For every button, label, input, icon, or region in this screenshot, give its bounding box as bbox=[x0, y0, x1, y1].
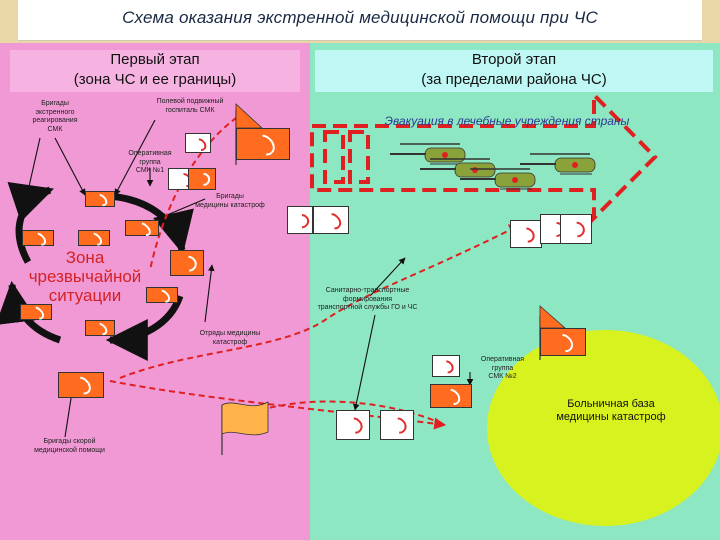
helicopter-icon bbox=[390, 143, 466, 165]
hospital-base-unit bbox=[540, 328, 586, 356]
field-hospital-document-icon bbox=[185, 133, 211, 153]
disaster-brigades-label: Бригады медицины катастроф bbox=[195, 193, 265, 209]
zone-unit-bag bbox=[20, 304, 52, 320]
op-group-2-icon bbox=[432, 355, 460, 377]
title-bar: Схема оказания экстренной медицинской по… bbox=[18, 0, 702, 41]
zone-label: Зона чрезвычайной ситуации bbox=[28, 248, 142, 305]
disaster-brigade-card-icon bbox=[287, 206, 313, 234]
page-title: Схема оказания экстренной медицинской по… bbox=[122, 8, 598, 27]
evacuation-label: Эвакуация в лечебные учреждения страны bbox=[384, 114, 630, 128]
helicopter-icon bbox=[520, 153, 596, 175]
ambulance-brigades-label: Бригады скорой медицинской помощи bbox=[34, 438, 105, 454]
zone-unit-bag bbox=[146, 287, 178, 303]
transport-card-icon bbox=[560, 214, 592, 244]
zone-unit-bag bbox=[22, 230, 54, 246]
field-hospital-label: Полевой подвижный госпиталь СМК bbox=[156, 98, 224, 114]
op-group-1-label: Оперативная группа СМК №1 bbox=[128, 150, 172, 174]
disaster-brigade-unit bbox=[125, 220, 159, 236]
helicopter-icon bbox=[460, 168, 536, 190]
hospital-base-label: Больничная база медицины катастроф bbox=[556, 398, 666, 423]
transport-card-icon bbox=[336, 410, 370, 440]
ambulance-brigade-unit bbox=[58, 372, 104, 398]
zone-unit-bag bbox=[170, 250, 204, 276]
emergency-brigade-unit bbox=[85, 191, 115, 207]
hospital-base-area bbox=[487, 330, 720, 526]
second-stage-header: Второй этап (за пределами района ЧС) bbox=[315, 50, 713, 92]
emergency-brigades-label: Бригады экстренного реагирования СМК bbox=[32, 100, 78, 133]
zone-unit-bag bbox=[78, 230, 110, 246]
zone-unit-bag bbox=[85, 320, 115, 336]
first-stage-title: Первый этап bbox=[110, 51, 200, 68]
first-stage-subtitle: (зона ЧС и ее границы) bbox=[73, 71, 237, 88]
transport-card-icon bbox=[380, 410, 414, 440]
wave-flag-icon bbox=[221, 401, 269, 455]
op-group-2-bag bbox=[430, 384, 472, 408]
transport-card-icon bbox=[510, 220, 542, 248]
op-group-1-bag bbox=[188, 168, 216, 190]
second-stage-title: Второй этап bbox=[471, 51, 557, 68]
field-hospital-unit bbox=[236, 128, 290, 160]
evacuation-big-arrow bbox=[310, 90, 658, 223]
disaster-brigade-card-icon bbox=[313, 206, 349, 234]
thin-arrows bbox=[16, 119, 474, 438]
transport-label: Санитарно-транспортные формирования тран… bbox=[317, 287, 418, 311]
first-stage-header: Первый этап (зона ЧС и ее границы) bbox=[10, 50, 300, 92]
second-stage-subtitle: (за пределами района ЧС) bbox=[421, 71, 607, 88]
op-group-2-label: Оперативная группа СМК №2 bbox=[480, 356, 525, 380]
detachments-label: Отряды медицины катастроф bbox=[199, 330, 261, 346]
